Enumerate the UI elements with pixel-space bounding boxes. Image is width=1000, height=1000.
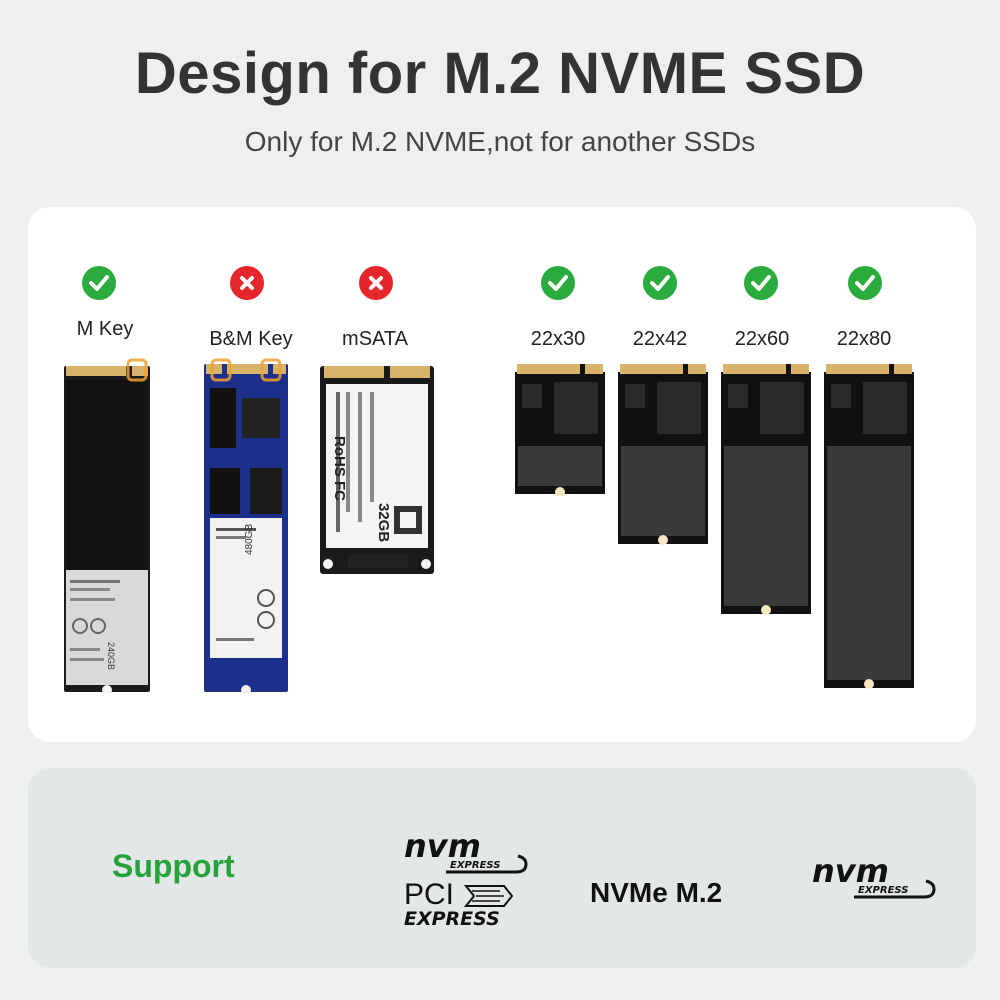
m-key-ssd-image [64,358,150,694]
label-size-2230: 22x30 [530,328,586,350]
nvm-logo-text: nvm [404,827,481,865]
nvm-logo-sub-right: EXPRESS [858,885,909,896]
bm-key-capacity: 480GB [244,523,255,555]
nvme-m2-label: NVMe M.2 [590,877,723,908]
msata-capacity: 32GB [375,503,392,543]
check-icon [82,266,116,300]
msata-brand: RoHS FC [331,436,348,501]
nvm-express-logo: nvm EXPRESS [404,830,528,874]
nvm-logo-sub: EXPRESS [450,860,501,871]
pci-express-logo: PCI EXPRESS [404,880,524,930]
pci-logo-sub: EXPRESS [404,908,500,930]
cross-icon [230,266,264,300]
cross-icon [359,266,393,300]
page-title: Design for M.2 NVME SSD [134,41,866,106]
ssd-2260-image [721,364,811,615]
label-msata: mSATA [342,328,408,350]
bm-key-ssd-image [204,358,288,694]
label-bm-key: B&M Key [209,328,293,350]
support-panel [28,768,976,968]
compatibility-panel [28,207,976,742]
label-size-2280: 22x80 [836,328,892,350]
check-icon [541,266,575,300]
ssd-2230-image [515,364,605,496]
nvm-express-logo-right: nvm EXPRESS [812,855,936,899]
ssd-2242-image [618,364,708,545]
check-icon [848,266,882,300]
m-key-capacity: 240GB [106,642,116,671]
check-icon [643,266,677,300]
pci-logo-text: PCI [404,878,455,911]
msata-ssd-image [320,366,434,574]
support-label: Support [112,848,235,884]
label-size-2260: 22x60 [734,328,790,350]
nvm-logo-text-right: nvm [812,852,889,890]
page-subtitle: Only for M.2 NVME,not for another SSDs [244,126,756,157]
check-icon [744,266,778,300]
label-size-2242: 22x42 [632,328,688,350]
ssd-2280-image [824,364,914,689]
label-m-key: M Key [76,318,134,340]
